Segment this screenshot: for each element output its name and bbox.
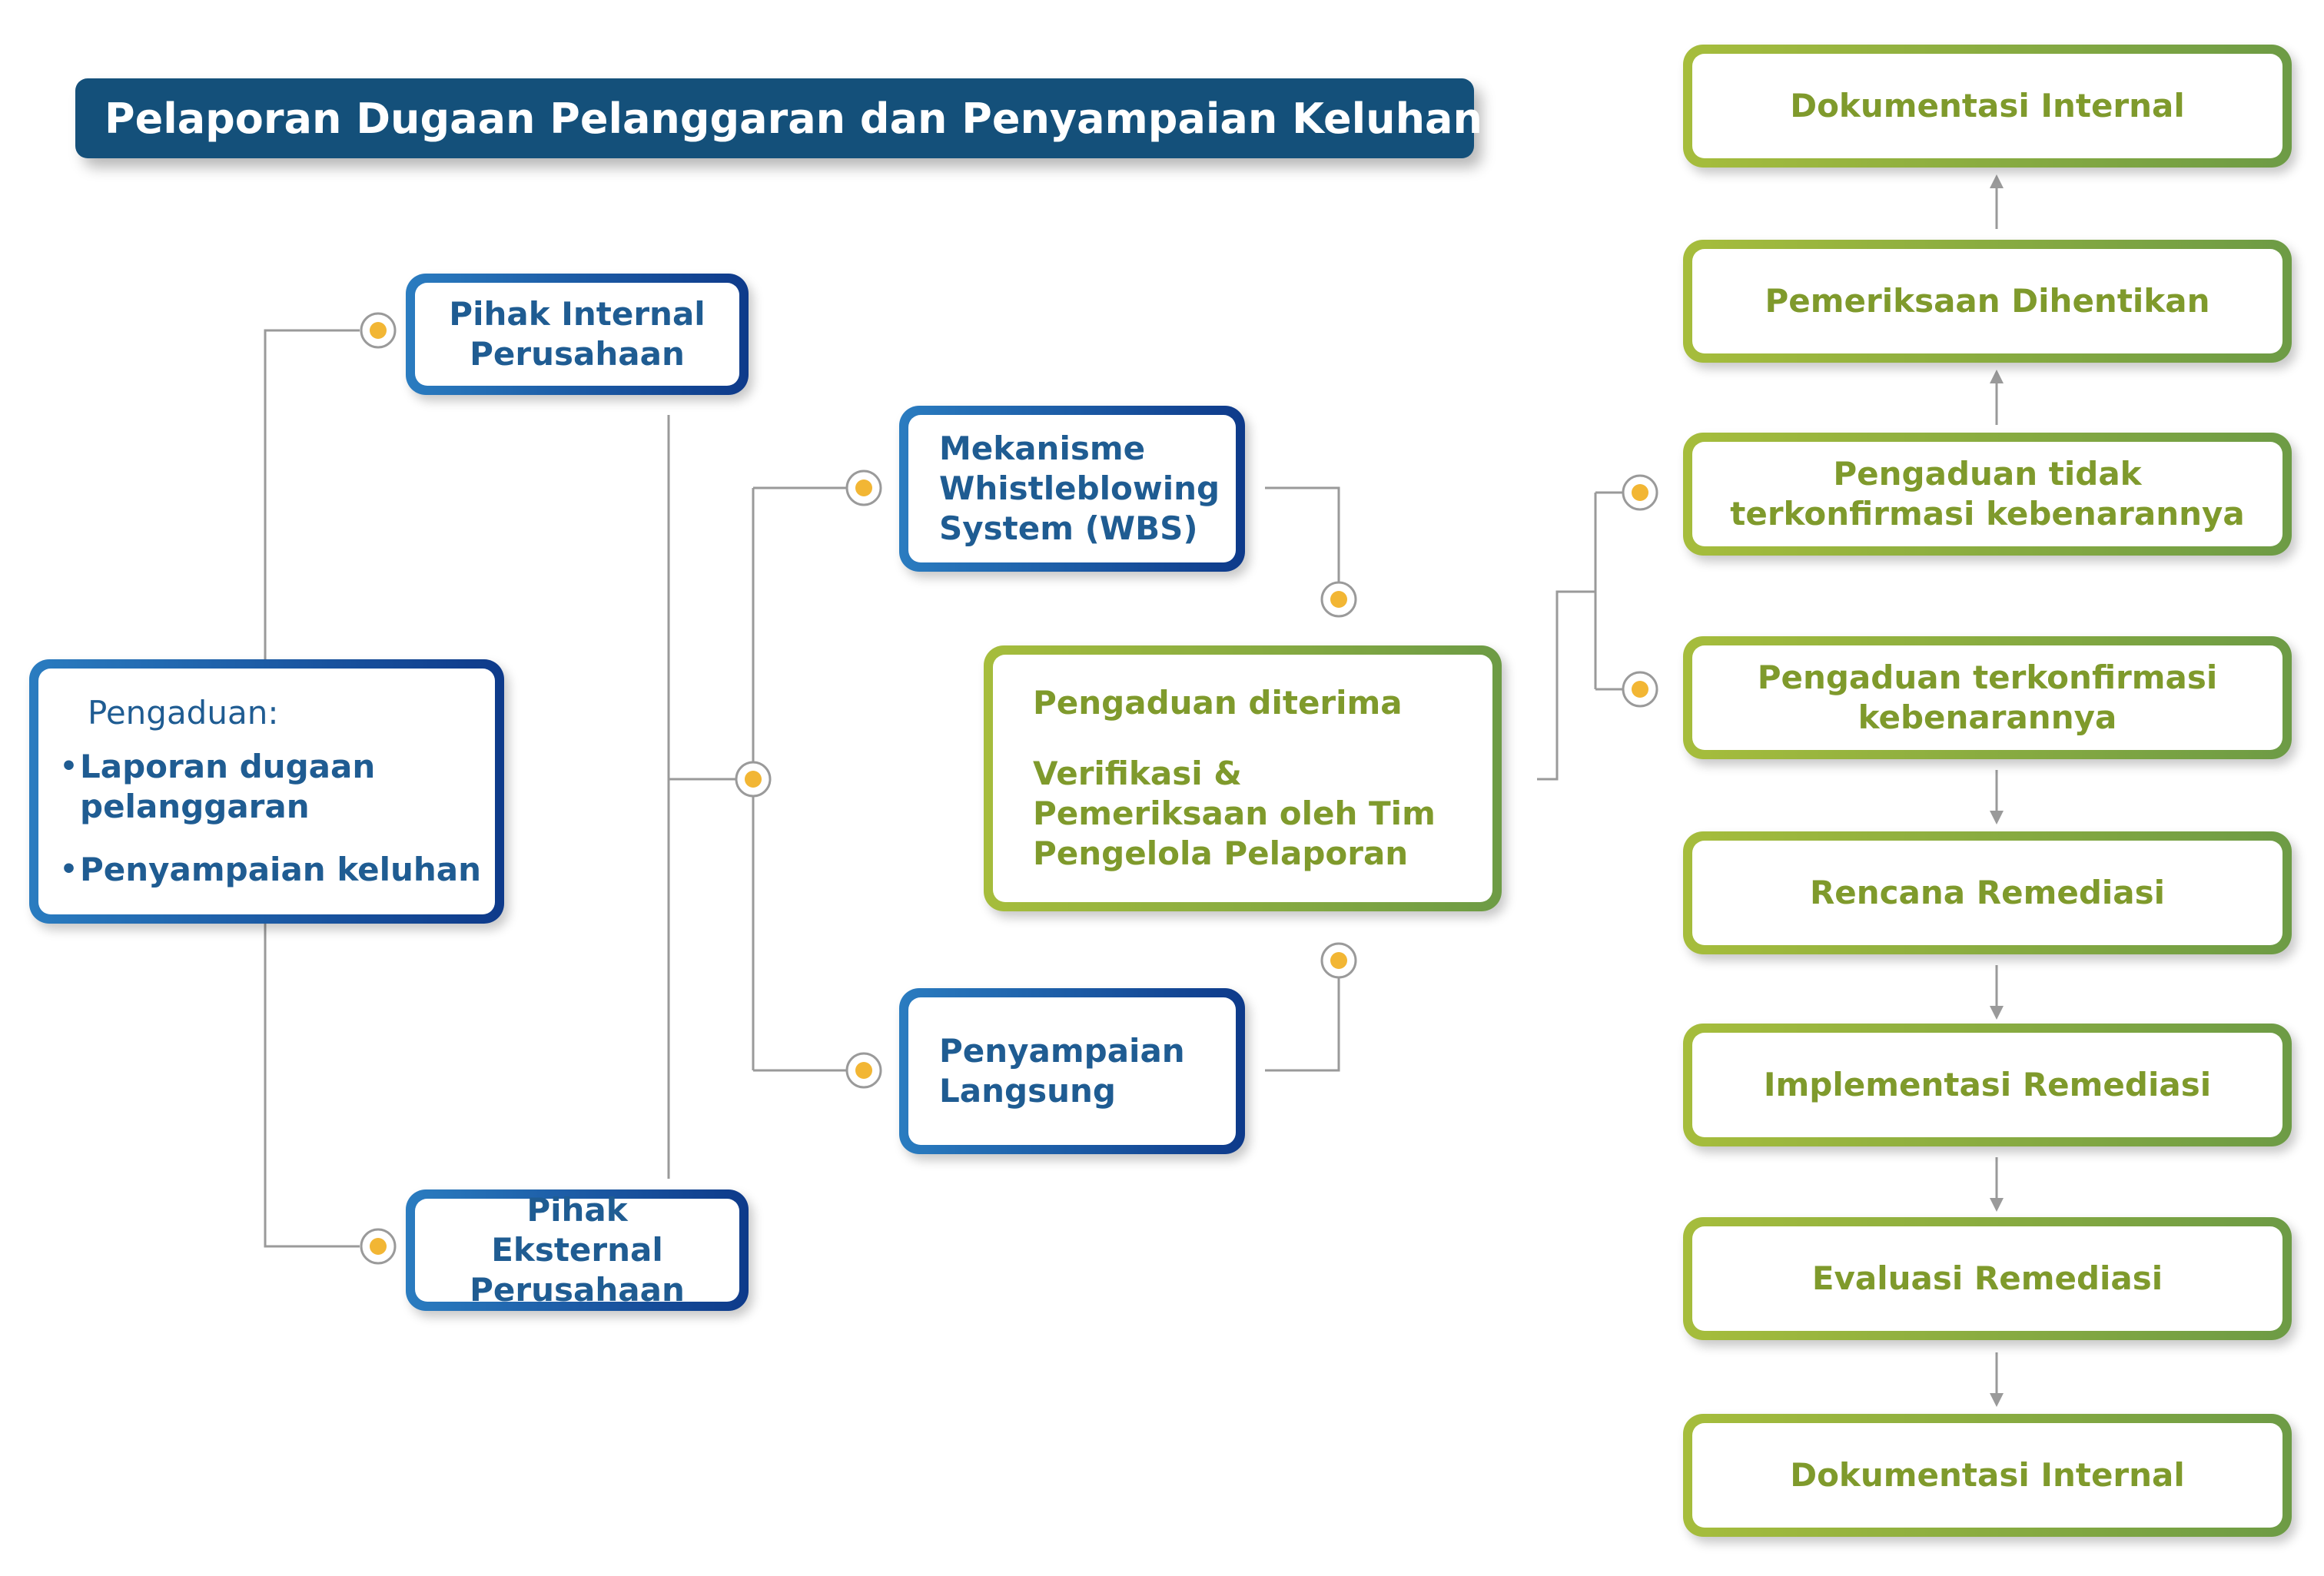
dokumentasi-internal-top-box: Dokumentasi Internal [1683, 45, 2292, 168]
pengaduan-diterima-box: Pengaduan diterima Verifikasi & Pemeriks… [984, 645, 1502, 911]
page-title: Pelaporan Dugaan Pelanggaran dan Penyamp… [75, 78, 1482, 158]
node-dot [845, 1052, 882, 1089]
rencana-remediasi-label: Rencana Remediasi [1692, 841, 2282, 945]
connector-langsung-diterima [1265, 974, 1340, 1072]
tidak-terkonfirmasi-box: Pengaduan tidak terkonfirmasi kebenarann… [1683, 433, 2292, 556]
pengaduan-heading: Pengaduan: [88, 694, 279, 732]
node-dot [1320, 581, 1357, 618]
pengaduan-item: • Penyampaian keluhan [60, 850, 481, 890]
implementasi-remediasi-label: Implementasi Remediasi [1692, 1033, 2282, 1137]
terkonfirmasi-box: Pengaduan terkonfirmasi kebenarannya [1683, 636, 2292, 759]
node-dot [1622, 474, 1658, 511]
wbs-label: Mekanisme Whistleblowing System (WBS) [908, 415, 1236, 562]
pihak-eksternal-label: Pihak Eksternal Perusahaan [415, 1191, 739, 1309]
pemeriksaan-dihentikan-box: Pemeriksaan Dihentikan [1683, 240, 2292, 363]
node-dot [360, 312, 397, 349]
pengaduan-item-label: Laporan dugaan pelanggaran [80, 748, 376, 825]
node-dot [845, 469, 882, 506]
tidak-terkonfirmasi-label: Pengaduan tidak terkonfirmasi kebenarann… [1692, 442, 2282, 546]
evaluasi-remediasi-box: Evaluasi Remediasi [1683, 1217, 2292, 1340]
pemeriksaan-dihentikan-label: Pemeriksaan Dihentikan [1692, 249, 2282, 353]
bullet-icon: • [60, 751, 78, 782]
penyampaian-langsung-box: Penyampaian Langsung [899, 988, 1245, 1154]
bullet-icon: • [60, 854, 78, 885]
pengaduan-item: • Laporan dugaan pelanggaran [60, 747, 495, 827]
node-dot [735, 761, 772, 798]
terkonfirmasi-label: Pengaduan terkonfirmasi kebenarannya [1692, 645, 2282, 750]
connector-pengaduan-internal [264, 329, 360, 662]
pihak-eksternal-box: Pihak Eksternal Perusahaan [406, 1189, 749, 1311]
penyampaian-langsung-label: Penyampaian Langsung [908, 997, 1236, 1145]
node-dot [1320, 942, 1357, 979]
pengaduan-box: Pengaduan: • Laporan dugaan pelanggaran … [29, 659, 504, 924]
dokumentasi-internal-top-label: Dokumentasi Internal [1692, 54, 2282, 158]
connector-wbs-diterima [1265, 486, 1340, 584]
pengaduan-item-label: Penyampaian keluhan [80, 851, 482, 888]
node-dot [1622, 671, 1658, 708]
implementasi-remediasi-box: Implementasi Remediasi [1683, 1024, 2292, 1146]
connector-pengaduan-eksternal [264, 924, 360, 1248]
diterima-heading: Pengaduan diterima [1033, 684, 1403, 722]
pihak-internal-box: Pihak Internal Perusahaan [406, 274, 749, 395]
dokumentasi-internal-bottom-label: Dokumentasi Internal [1692, 1423, 2282, 1528]
wbs-box: Mekanisme Whistleblowing System (WBS) [899, 406, 1245, 572]
dokumentasi-internal-bottom-box: Dokumentasi Internal [1683, 1414, 2292, 1537]
rencana-remediasi-box: Rencana Remediasi [1683, 831, 2292, 954]
diterima-item: Verifikasi & Pemeriksaan oleh Tim Pengel… [1033, 755, 1436, 872]
evaluasi-remediasi-label: Evaluasi Remediasi [1692, 1226, 2282, 1331]
pihak-internal-label: Pihak Internal Perusahaan [415, 283, 739, 386]
node-dot [360, 1228, 397, 1265]
connector-diterima-split [1537, 590, 1595, 781]
